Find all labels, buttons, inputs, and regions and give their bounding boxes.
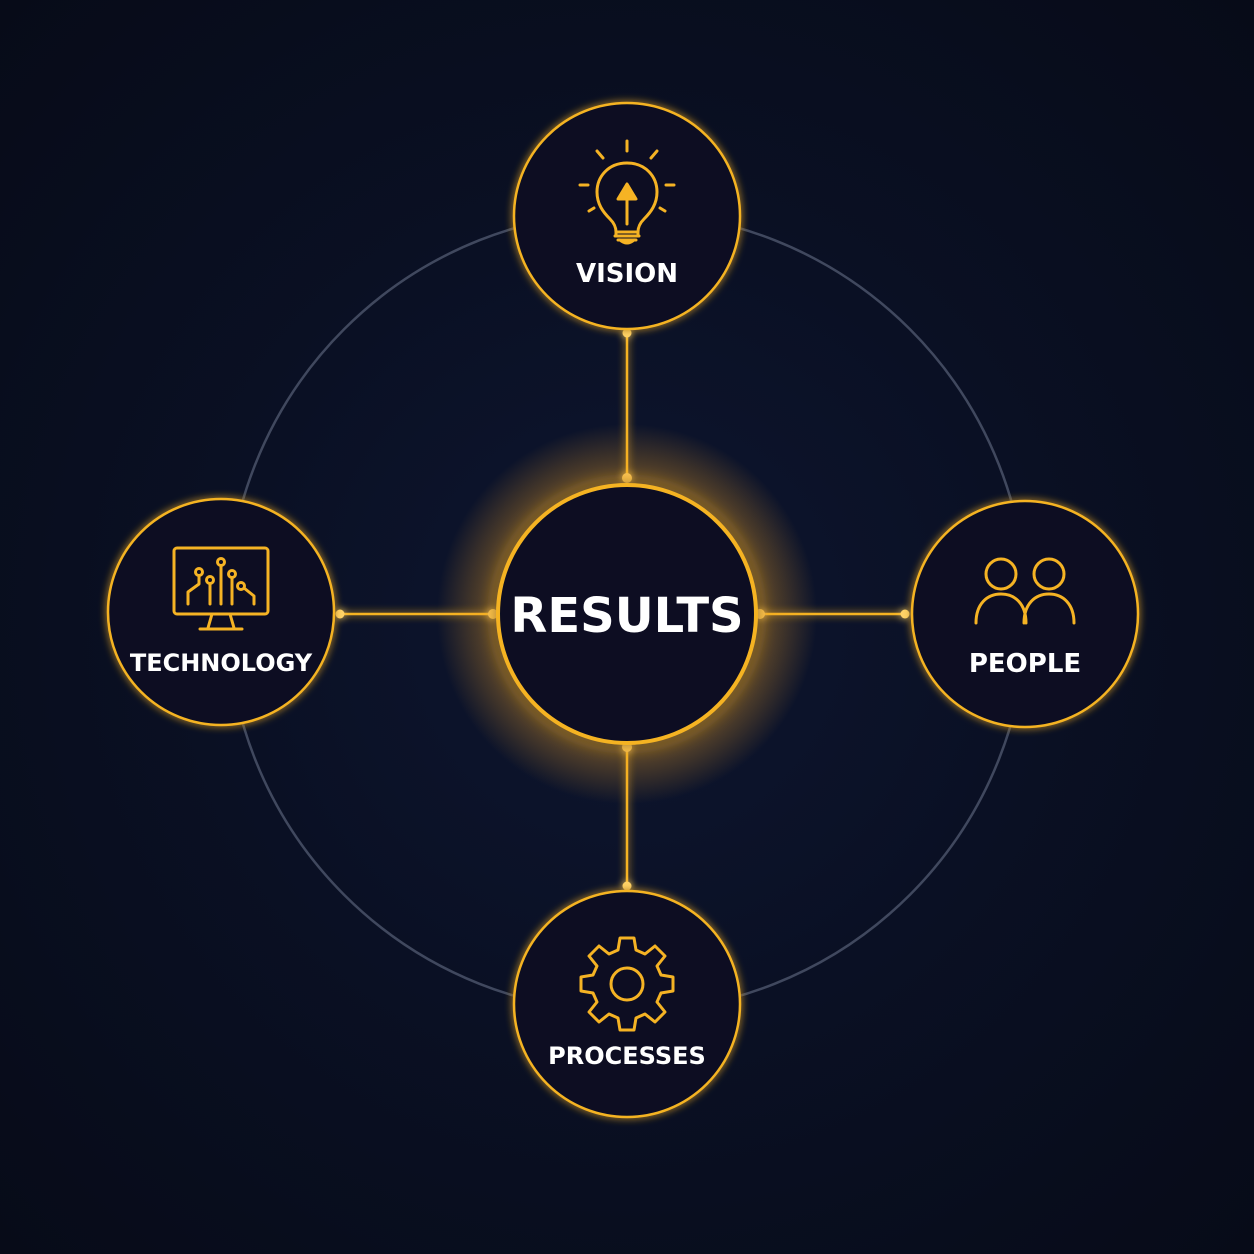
node-processes-circle — [512, 889, 742, 1119]
node-technology-label: TECHNOLOGY — [130, 649, 313, 677]
lightbulb-icon — [578, 139, 676, 245]
node-people: PEOPLE — [910, 499, 1140, 729]
node-processes: PROCESSES — [512, 889, 742, 1119]
monitor-circuit-icon — [172, 546, 270, 631]
center-label: RESULTS — [510, 588, 743, 644]
center-node: RESULTS — [496, 483, 758, 745]
people-icon — [974, 557, 1076, 625]
dot-vision-outer — [622, 328, 632, 338]
center-circle — [496, 483, 758, 745]
gear-icon — [579, 936, 675, 1032]
dot-technology-outer — [335, 609, 345, 619]
node-technology-circle — [106, 497, 336, 727]
node-technology: TECHNOLOGY — [106, 497, 336, 727]
node-vision: VISION — [512, 101, 742, 331]
dot-processes-outer — [622, 881, 632, 891]
node-people-label: PEOPLE — [969, 649, 1081, 679]
dot-people-outer — [900, 609, 910, 619]
node-vision-label: VISION — [576, 259, 678, 289]
node-processes-label: PROCESSES — [548, 1042, 706, 1070]
